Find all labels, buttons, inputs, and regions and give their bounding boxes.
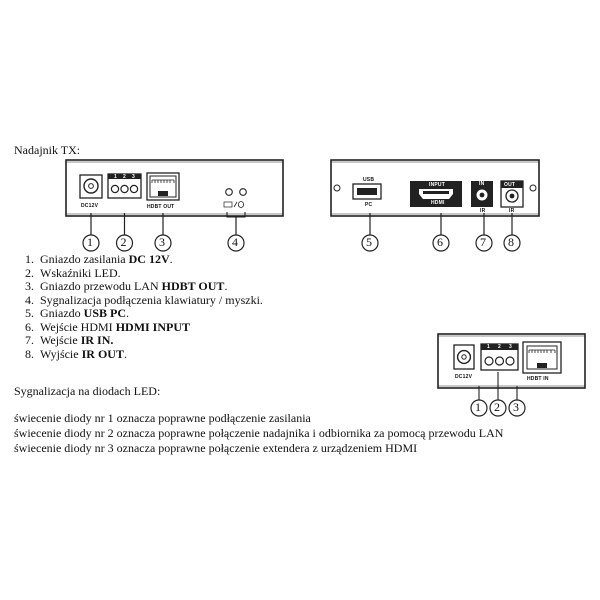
ir-out-port-icon: [500, 180, 524, 208]
callout-4: 4: [232, 235, 238, 249]
tx-front-panel: [65, 159, 284, 235]
legend-item-8: 8.Wyjście IR OUT.: [25, 346, 127, 361]
legend-item-7: 7.Wejście IR IN.: [25, 333, 114, 347]
callout-1: 1: [87, 235, 93, 249]
ir-in-bottom-label: IR: [480, 208, 486, 214]
rx-callout-3: 3: [513, 400, 519, 414]
usb-pc-label: PC: [365, 202, 373, 208]
legend-list: 1.Gniazdo zasilania DC 12V. 2.Wskaźniki …: [18, 252, 263, 361]
legend-item-2: 2.Wskaźniki LED.: [25, 265, 121, 280]
dc12v-label: DC12V: [81, 203, 99, 209]
usb-port-icon: [352, 183, 382, 200]
dc-jack-icon: [79, 174, 103, 199]
rx-hdbt-in-label: HDBT IN: [527, 376, 549, 382]
led-line-3: świecenie diody nr 3 oznacza poprawne po…: [14, 441, 418, 455]
callout-7: 7: [480, 235, 486, 249]
dc-jack-icon: [453, 344, 475, 370]
ir-out-top-label: OUT: [504, 182, 516, 188]
led-indicators-icon: [107, 173, 142, 199]
rj45-port-icon: [522, 341, 562, 374]
rx-dc12v-label: DC12V: [455, 374, 473, 380]
led-indicators-icon: [480, 343, 519, 371]
led-heading: Sygnalizacja na diodach LED:: [14, 384, 161, 398]
led-line-2: świecenie diody nr 2 oznacza poprawne po…: [14, 426, 504, 440]
hdmi-port-icon: [410, 181, 462, 207]
usb-label: USB: [363, 177, 375, 183]
rx-callout-2: 2: [494, 400, 500, 414]
rx-callout-1: 1: [475, 400, 481, 414]
hdmi-input-label: INPUT: [429, 182, 445, 188]
legend-item-6: 6.Wejście HDMI HDMI INPUT: [25, 319, 191, 334]
section-heading: Nadajnik TX:: [14, 143, 81, 157]
callout-6: 6: [437, 235, 443, 249]
ir-in-top-label: IN: [479, 181, 485, 187]
tx-callout-circles: [82, 234, 521, 252]
rx-panel: [437, 333, 586, 417]
tx-back-panel: [330, 159, 540, 235]
rx-led-number-2: 2: [498, 344, 501, 350]
ir-out-bottom-label: IR: [509, 208, 515, 214]
legend-item-4: 4.Sygnalizacja podłączenia klawiatury / …: [25, 292, 263, 307]
legend-item-1: 1.Gniazdo zasilania DC 12V.: [25, 252, 173, 266]
legend-item-3: 3.Gniazdo przewodu LAN HDBT OUT.: [25, 279, 228, 293]
rx-led-number-3: 3: [509, 344, 512, 350]
callout-8: 8: [508, 235, 514, 249]
led-number-2: 2: [123, 174, 126, 180]
led-number-1: 1: [114, 174, 117, 180]
led-number-3: 3: [132, 174, 135, 180]
keyboard-mouse-leds-icon: [223, 188, 247, 208]
rj45-port-icon: [146, 172, 180, 201]
ir-in-port-icon: [471, 181, 493, 207]
hdbt-out-label: HDBT OUT: [147, 204, 175, 210]
callout-5: 5: [366, 235, 372, 249]
callout-3: 3: [159, 235, 165, 249]
led-line-1: świecenie diody nr 1 oznacza poprawne po…: [14, 411, 311, 425]
callout-2: 2: [120, 235, 127, 249]
rx-led-number-1: 1: [487, 344, 490, 350]
legend-item-5: 5.Gniazdo USB PC.: [25, 306, 129, 320]
hdmi-label: HDMI: [431, 200, 445, 206]
